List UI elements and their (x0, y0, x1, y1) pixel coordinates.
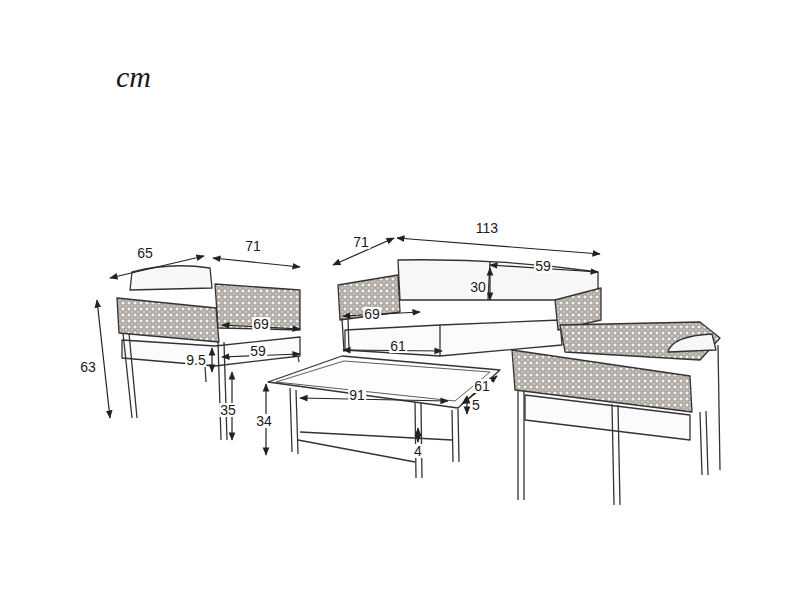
line-art (117, 260, 720, 505)
dimension-label: 69 (363, 307, 381, 321)
dimension-label: 59 (249, 344, 267, 358)
dimension-label: 9.5 (185, 353, 206, 367)
dimension-label: 35 (219, 403, 237, 417)
dimension-label: 69 (252, 317, 270, 331)
dimension-lines (97, 238, 600, 455)
dimension-label: 34 (255, 414, 273, 428)
dimension-label: 63 (79, 360, 97, 374)
unit-label: cm (115, 62, 152, 92)
dimension-label: 61 (389, 339, 407, 353)
dimension-label: 113 (475, 221, 499, 235)
dimension-label: 4 (413, 444, 423, 458)
dimension-label: 59 (534, 259, 552, 273)
dimension-label: 91 (348, 388, 366, 402)
dimension-label: 65 (136, 246, 154, 260)
dimension-label: 71 (244, 239, 262, 253)
dimension-label: 71 (352, 235, 370, 249)
dimension-label: 5 (471, 398, 481, 412)
dimension-label: 61 (473, 379, 491, 393)
dimension-label: 30 (469, 280, 487, 294)
